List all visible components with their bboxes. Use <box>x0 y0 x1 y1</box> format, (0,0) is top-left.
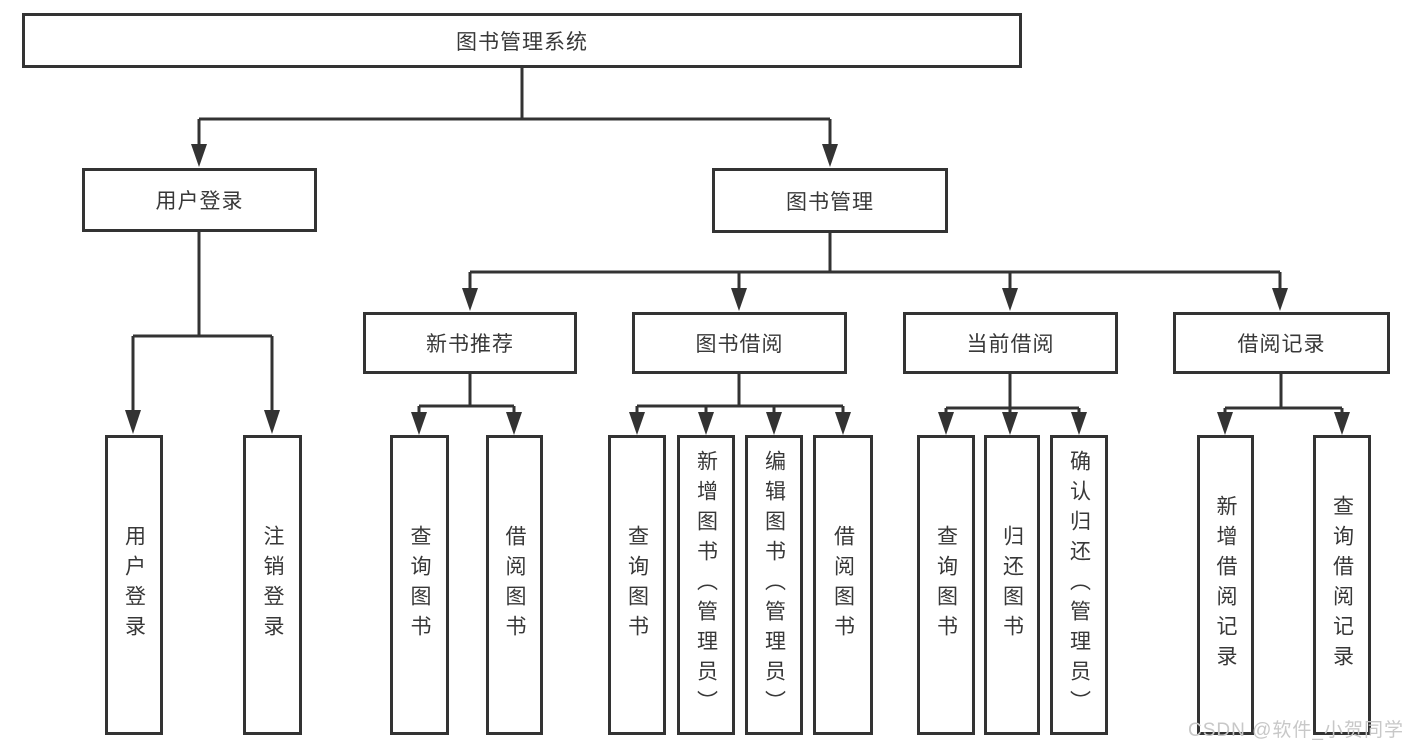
node-br-add-record: 新增借阅记录 <box>1197 435 1254 735</box>
node-current-borrow-label: 当前借阅 <box>966 333 1055 356</box>
arrowhead <box>822 144 838 167</box>
node-root: 图书管理系统 <box>22 13 1022 68</box>
node-bb-borrow-book: 借阅图书 <box>813 435 873 735</box>
node-nbr-borrow-book-label: 借阅图书 <box>503 525 526 645</box>
node-borrow-record-label: 借阅记录 <box>1237 333 1326 356</box>
node-cb-return-book-label: 归还图书 <box>1000 525 1024 645</box>
arrowhead <box>191 144 207 167</box>
arrowhead <box>1002 288 1018 311</box>
arrowhead <box>1334 412 1350 435</box>
arrowhead <box>264 410 280 434</box>
connector-book-borrow-to-leaves <box>629 374 851 435</box>
node-leaf-logout-label: 注销登录 <box>261 525 284 645</box>
node-bb-edit-book-admin: 编辑图书（管理员） <box>745 435 803 735</box>
connector-book-management-to-level3 <box>462 233 1288 311</box>
node-leaf-user-login: 用户登录 <box>105 435 163 735</box>
arrowhead <box>462 288 478 311</box>
node-bb-query-book-label: 查询图书 <box>625 525 649 645</box>
node-book-management: 图书管理 <box>712 168 948 233</box>
node-nbr-borrow-book: 借阅图书 <box>486 435 543 735</box>
node-leaf-logout: 注销登录 <box>243 435 302 735</box>
node-new-book-recommend: 新书推荐 <box>363 312 577 374</box>
arrowhead <box>835 412 851 435</box>
node-br-add-record-label: 新增借阅记录 <box>1214 495 1237 675</box>
node-bb-edit-book-admin-label: 编辑图书（管理员） <box>762 450 786 720</box>
node-borrow-record: 借阅记录 <box>1173 312 1390 374</box>
arrowhead <box>506 412 522 435</box>
node-new-book-recommend-label: 新书推荐 <box>426 333 514 356</box>
csdn-watermark: CSDN @软件_小贺同学 <box>1188 720 1404 741</box>
connector-user-login-to-leaves <box>125 232 280 434</box>
node-book-borrow: 图书借阅 <box>632 312 847 374</box>
connector-new-book-recommend-to-leaves <box>411 374 522 435</box>
node-cb-confirm-return-admin-label: 确认归还（管理员） <box>1067 450 1091 720</box>
connector-current-borrow-to-leaves <box>938 374 1087 435</box>
arrowhead <box>629 412 645 435</box>
node-book-borrow-label: 图书借阅 <box>695 333 784 356</box>
node-nbr-query-book: 查询图书 <box>390 435 449 735</box>
arrowhead <box>731 288 747 311</box>
arrowhead <box>938 412 954 435</box>
node-cb-query-book: 查询图书 <box>917 435 975 735</box>
node-cb-return-book: 归还图书 <box>984 435 1040 735</box>
node-current-borrow: 当前借阅 <box>903 312 1118 374</box>
arrowhead <box>766 412 782 435</box>
connector-borrow-record-to-leaves <box>1217 374 1350 435</box>
node-cb-confirm-return-admin: 确认归还（管理员） <box>1050 435 1108 735</box>
node-root-label: 图书管理系统 <box>456 30 588 54</box>
node-bb-borrow-book-label: 借阅图书 <box>831 525 855 645</box>
arrowhead <box>1002 412 1018 435</box>
connector-root-to-level2 <box>191 68 838 167</box>
arrowhead <box>1217 412 1233 435</box>
node-bb-add-book-admin-label: 新增图书（管理员） <box>694 450 718 720</box>
node-user-login: 用户登录 <box>82 168 317 232</box>
node-nbr-query-book-label: 查询图书 <box>408 525 431 645</box>
node-br-query-record: 查询借阅记录 <box>1313 435 1371 735</box>
node-bb-query-book: 查询图书 <box>608 435 666 735</box>
node-user-login-label: 用户登录 <box>155 190 244 213</box>
node-leaf-user-login-label: 用户登录 <box>122 525 146 645</box>
arrowhead <box>698 412 714 435</box>
arrowhead <box>125 410 141 434</box>
arrowhead <box>1272 288 1288 311</box>
node-cb-query-book-label: 查询图书 <box>934 525 958 645</box>
node-bb-add-book-admin: 新增图书（管理员） <box>677 435 735 735</box>
node-br-query-record-label: 查询借阅记录 <box>1330 495 1354 675</box>
arrowhead <box>411 412 427 435</box>
node-book-management-label: 图书管理 <box>786 190 874 214</box>
arrowhead <box>1071 412 1087 435</box>
